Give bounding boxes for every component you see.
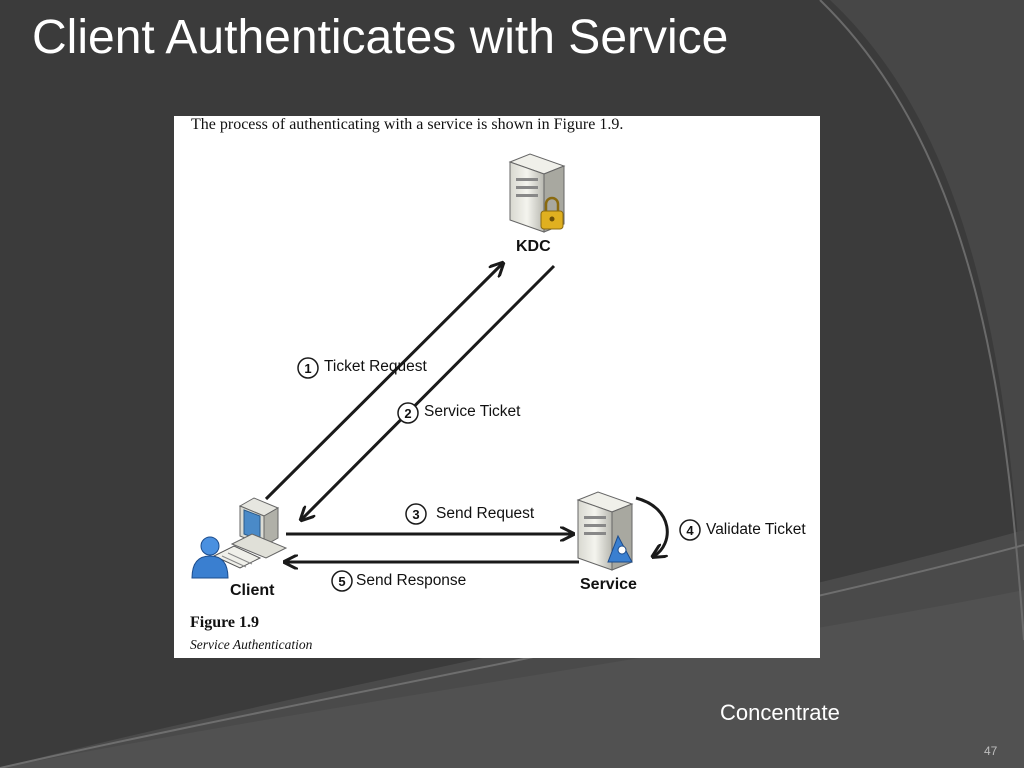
figure-caption: Service Authentication <box>190 637 313 652</box>
page-number: 47 <box>984 744 998 758</box>
step-2-badge: 2 <box>397 402 419 424</box>
diagram-canvas: 1 2 3 4 5 <box>191 153 701 592</box>
computer-terminal-icon <box>230 497 288 559</box>
step-5-number: 5 <box>338 574 345 589</box>
step-1-label: Ticket Request <box>324 358 427 375</box>
arrow-ticket-request <box>264 264 502 501</box>
step-1-badge: 1 <box>297 357 319 379</box>
step-1-number: 1 <box>304 361 311 376</box>
step-2-number: 2 <box>404 406 411 421</box>
slide-note: Concentrate <box>720 700 840 725</box>
padlock-icon <box>540 196 564 230</box>
step-3-badge: 3 <box>405 503 427 525</box>
step-4-number: 4 <box>686 523 694 538</box>
service-label: Service <box>580 576 637 593</box>
step-5-label: Send Response <box>356 572 467 589</box>
figure-number: Figure 1.9 <box>190 614 260 631</box>
arrow-validate-ticket <box>635 496 669 556</box>
figure-intro-text: The process of authenticating with a ser… <box>191 116 624 133</box>
figure-service-authentication: 1 2 3 4 5 The process of authenticating … <box>174 116 820 658</box>
keyboard-icon <box>212 545 262 569</box>
step-4-label: Validate Ticket <box>706 521 806 538</box>
step-2-label: Service Ticket <box>424 403 521 420</box>
step-4-badge: 4 <box>679 519 701 541</box>
arrow-service-ticket <box>302 264 556 519</box>
step-3-label: Send Request <box>436 505 535 522</box>
service-server-icon <box>576 491 634 571</box>
slide-title: Client Authenticates with Service <box>32 11 729 64</box>
kdc-label: KDC <box>516 238 551 255</box>
step-5-badge: 5 <box>331 570 353 592</box>
user-person-icon <box>191 536 229 579</box>
client-label: Client <box>230 582 275 599</box>
step-3-number: 3 <box>412 507 419 522</box>
